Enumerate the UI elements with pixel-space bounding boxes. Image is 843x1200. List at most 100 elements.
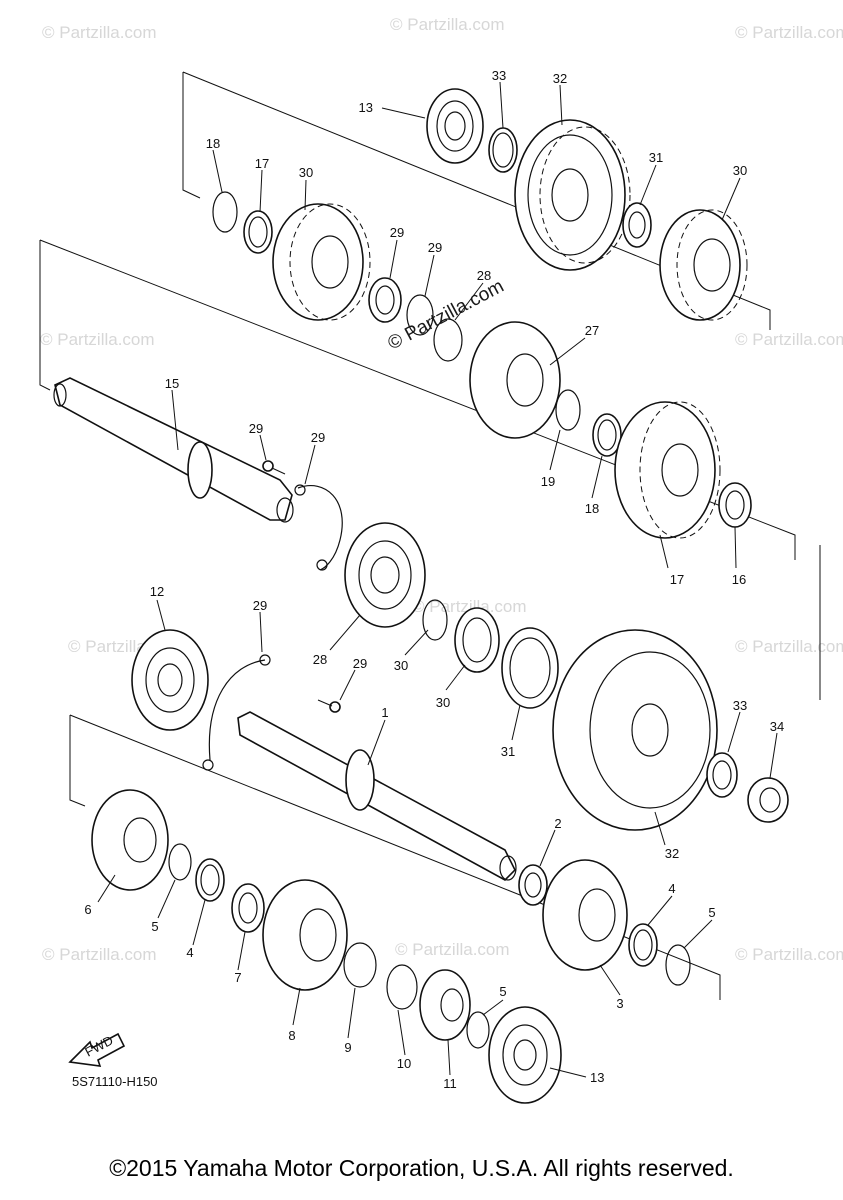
callout-10: 10 <box>397 1056 411 1071</box>
diagram-code: 5S71110-H150 <box>72 1074 158 1089</box>
callout-19: 27 <box>585 323 599 338</box>
callout-27: 33 <box>492 68 506 83</box>
callout-17-top: 17 <box>255 156 269 171</box>
part-33-oil-seal <box>501 627 559 709</box>
part-30-bolt-bottom <box>317 699 341 713</box>
part-27-ring <box>488 127 518 173</box>
callout-16: 17 <box>670 572 684 587</box>
part-3-gear <box>542 859 628 971</box>
callout-18-mid: 19 <box>541 474 555 489</box>
callout-5-right: 5 <box>708 905 715 920</box>
svg-text:© Partzilla.com: © Partzilla.com <box>390 15 505 34</box>
callout-36: 34 <box>770 719 784 734</box>
svg-text:© Partzilla.com: © Partzilla.com <box>735 637 843 656</box>
svg-text:© Partzilla.com: © Partzilla.com <box>735 23 843 42</box>
svg-text:© Partzilla.com: © Partzilla.com <box>735 330 843 349</box>
callout-2: 2 <box>554 816 561 831</box>
svg-text:© Partzilla.com: © Partzilla.com <box>735 945 843 964</box>
callout-23: 30 <box>299 165 313 180</box>
callout-34: 32 <box>665 846 679 861</box>
callout-32: 30 <box>436 695 450 710</box>
callout-25: 31 <box>649 150 663 165</box>
part-18-circlip-mid <box>555 389 581 431</box>
callout-4-left: 4 <box>186 945 193 960</box>
callout-29-top: 29 <box>311 430 325 445</box>
callout-13-bottom: 13 <box>590 1070 604 1085</box>
part-34-sprocket <box>552 629 718 831</box>
copyright-notice: ©2015 Yamaha Motor Corporation, U.S.A. A… <box>109 1155 734 1181</box>
part-28-bearing <box>344 522 426 628</box>
callout-3: 3 <box>616 996 623 1011</box>
part-24-gear-dog <box>659 209 748 321</box>
callout-31: 30 <box>394 658 408 673</box>
part-18-circlip-top <box>212 191 238 233</box>
part-10-lock-washer <box>386 964 418 1010</box>
part-1-drive-axle <box>237 711 517 881</box>
callout-12: 12 <box>150 584 164 599</box>
callout-17-mid: 18 <box>585 501 599 516</box>
part-8-gear <box>262 879 348 991</box>
part-17-washer-mid <box>592 413 622 457</box>
part-19-gear <box>469 321 561 439</box>
part-35-washer <box>706 752 738 798</box>
part-5-circlip-right <box>665 944 691 986</box>
part-14-main-axle <box>53 377 294 523</box>
callout-24: 30 <box>733 163 747 178</box>
forward-direction-arrow: FWD <box>68 1033 126 1067</box>
svg-text:© Partzilla.com: © Partzilla.com <box>42 945 157 964</box>
part-callouts: 13 33 32 31 30 18 17 30 29 29 28 27 19 1… <box>84 68 784 1091</box>
callout-15: 16 <box>732 572 746 587</box>
callout-5-left: 5 <box>151 919 158 934</box>
svg-text:© Partzilla.com: © Partzilla.com <box>395 940 510 959</box>
part-22-needle-bearing <box>368 277 402 323</box>
callout-18-top: 18 <box>206 136 220 151</box>
callout-4-right: 4 <box>668 881 675 896</box>
part-15-bushing <box>718 482 752 528</box>
callout-29-bottom: 29 <box>253 598 267 613</box>
part-17-washer-top <box>243 210 273 254</box>
part-29-plate-top <box>294 484 343 571</box>
leader-lines <box>97 81 778 1078</box>
callout-30-bottom: 29 <box>353 656 367 671</box>
part-13-bearing-bottom <box>488 1006 562 1104</box>
callout-33: 31 <box>501 744 515 759</box>
part-6-gear <box>91 789 169 891</box>
part-16-gear <box>614 401 721 539</box>
callout-1: 1 <box>381 705 388 720</box>
part-26-gear-large <box>514 119 631 271</box>
part-2-collar <box>518 864 548 906</box>
callout-8: 8 <box>288 1028 295 1043</box>
part-5-circlip-bottom <box>466 1011 490 1049</box>
callout-7: 7 <box>234 970 241 985</box>
part-31-oring <box>422 599 448 641</box>
part-7-needle-bearing <box>231 883 265 933</box>
callout-21: 29 <box>428 240 442 255</box>
callout-20: 28 <box>477 268 491 283</box>
callout-35: 33 <box>733 698 747 713</box>
callout-9: 9 <box>344 1040 351 1055</box>
callout-11: 11 <box>443 1076 457 1091</box>
part-11-gear <box>419 969 471 1041</box>
group-boundaries <box>39 71 821 1000</box>
svg-text:© Partzilla.com: © Partzilla.com <box>42 23 157 42</box>
part-23-gear <box>272 203 371 321</box>
part-5-circlip-left <box>168 843 192 881</box>
callout-22: 29 <box>390 225 404 240</box>
svg-text:© Partzilla.com: © Partzilla.com <box>40 330 155 349</box>
callout-6: 6 <box>84 902 91 917</box>
part-32-collar <box>454 607 500 673</box>
part-25-bushing <box>622 202 652 248</box>
part-13-bearing-top <box>426 88 484 164</box>
part-20-washer <box>433 318 463 362</box>
part-4-washer-right <box>628 923 658 967</box>
callout-14: 15 <box>165 376 179 391</box>
callout-13-top: 13 <box>359 100 373 115</box>
part-29-plate-bottom <box>202 654 271 771</box>
part-36-nut <box>747 777 789 823</box>
callout-5-bottom: 5 <box>499 984 506 999</box>
callout-30-top: 29 <box>249 421 263 436</box>
callout-26: 32 <box>553 71 567 86</box>
part-4-washer-left <box>195 858 225 902</box>
part-12-bearing <box>131 629 209 731</box>
part-9-washer <box>343 942 377 988</box>
